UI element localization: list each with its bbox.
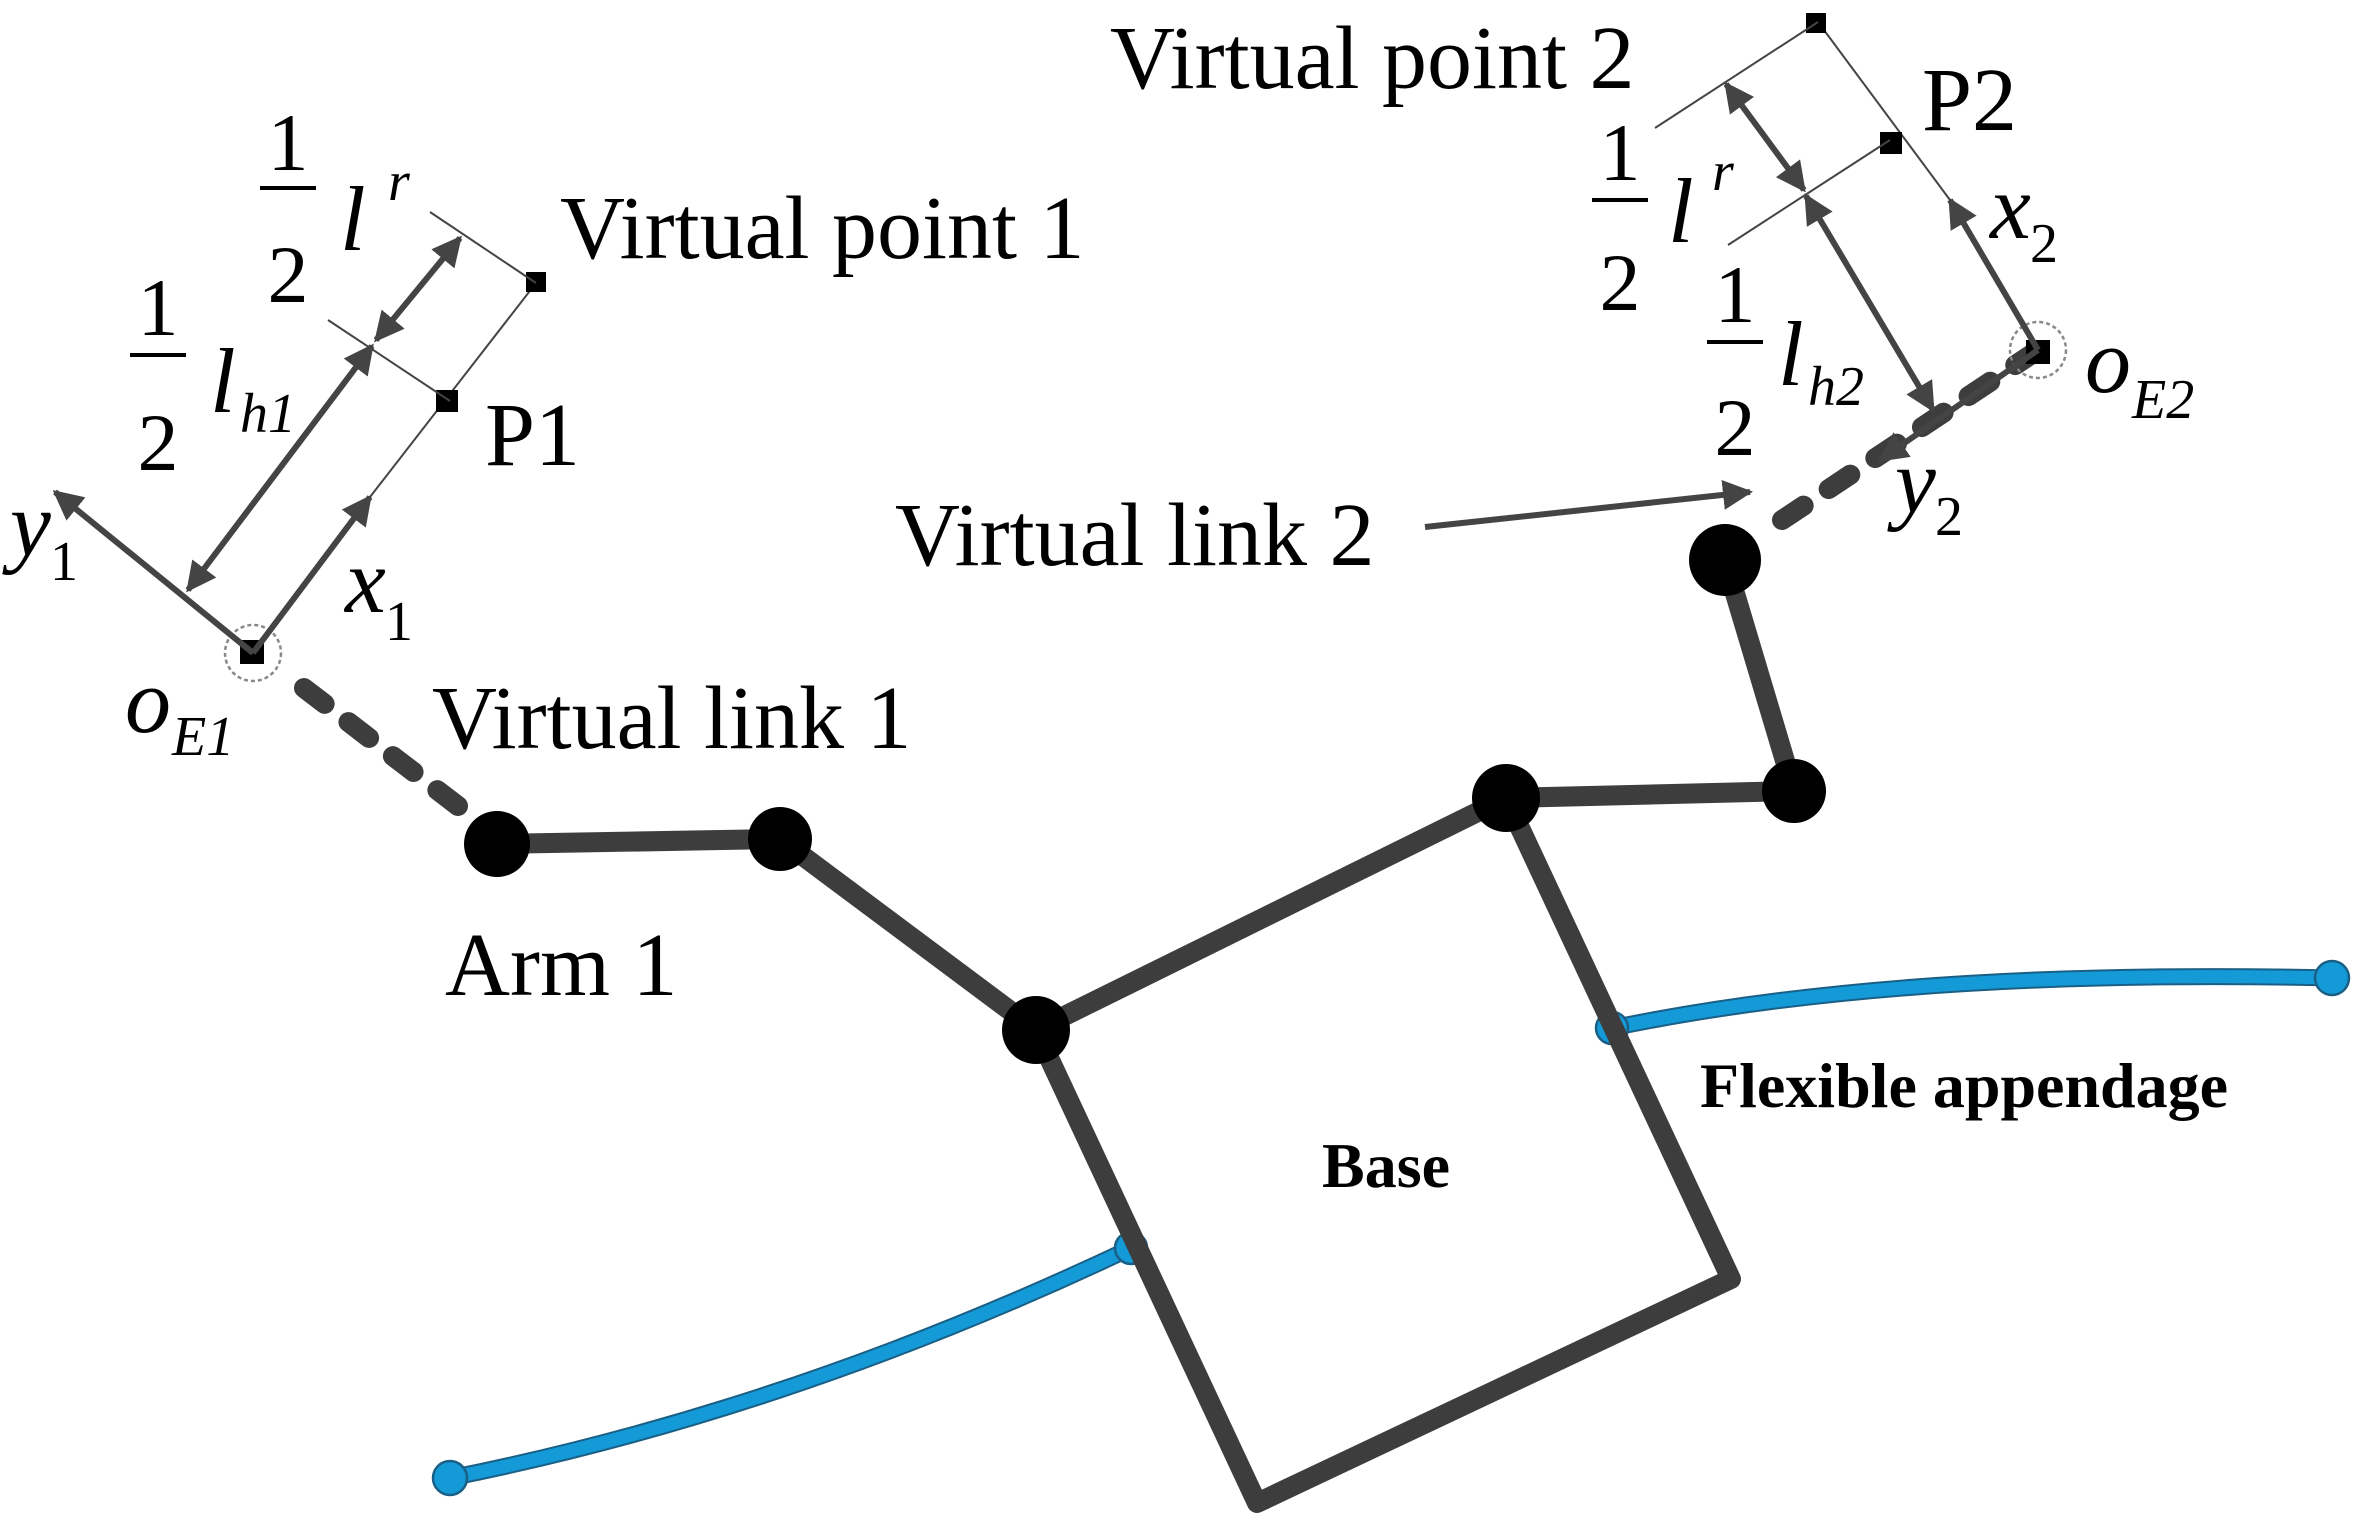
lh1-expression: 1 2 l h1 <box>130 262 296 488</box>
joint-arm1-end <box>464 811 530 877</box>
svg-text:1: 1 <box>50 531 78 593</box>
svg-text:E2: E2 <box>2131 369 2194 431</box>
x2-axis-extension <box>1817 21 1951 201</box>
svg-text:y: y <box>1887 430 1936 532</box>
joint-arm1-base <box>1002 996 1070 1064</box>
svg-text:h1: h1 <box>240 383 296 445</box>
y2-axis-arrow <box>1877 347 2040 463</box>
virtual-point-1-label: Virtual point 1 <box>560 179 1085 278</box>
joint-arm2-end <box>1689 524 1761 596</box>
svg-text:1: 1 <box>1715 249 1756 340</box>
appendage-tip-right <box>2313 959 2351 997</box>
x2-label: x 2 <box>1988 156 2058 275</box>
p1-tick-line <box>327 319 451 402</box>
svg-text:r: r <box>388 151 410 213</box>
joint-arm1-middle <box>748 807 812 871</box>
oE2-origin-ring <box>2008 320 2068 380</box>
virtual-link-2-label: Virtual link 2 <box>895 486 1375 585</box>
svg-text:l: l <box>1668 160 1694 262</box>
end-effector-frame-1 <box>52 211 546 683</box>
virtual-point-2-label: Virtual point 2 <box>1110 9 1635 108</box>
svg-text:2: 2 <box>138 397 179 488</box>
appendage-tip-left <box>431 1459 469 1497</box>
svg-text:2: 2 <box>1600 237 1641 328</box>
svg-text:x: x <box>343 530 386 632</box>
svg-text:2: 2 <box>1715 382 1756 473</box>
base-label: Base <box>1322 1130 1450 1201</box>
svg-text:o: o <box>2085 310 2131 412</box>
base-body <box>1026 788 1741 1513</box>
svg-text:l: l <box>210 330 236 432</box>
svg-text:x: x <box>1988 156 2031 258</box>
lr1-expression: 1 2 l r <box>260 97 410 320</box>
y2-label: y 2 <box>1887 430 1963 548</box>
svg-text:r: r <box>1712 141 1734 203</box>
svg-text:1: 1 <box>1600 107 1641 198</box>
svg-text:E1: E1 <box>171 706 234 768</box>
oE1-label: o E1 <box>125 650 234 768</box>
joint-arm2-middle <box>1762 759 1826 823</box>
arm-1-label: Arm 1 <box>445 916 677 1015</box>
lh2-expression: 1 2 l h2 <box>1707 249 1864 473</box>
lr1-dimension-arrow <box>373 235 463 343</box>
virtual-point-2-tick-line <box>1654 21 1819 129</box>
flexible-appendage-label: Flexible appendage <box>1700 1050 2228 1121</box>
y1-label: y 1 <box>2 473 78 593</box>
y1-axis-arrow <box>52 489 255 656</box>
oE1-origin-ring <box>223 623 283 683</box>
p2-label: P2 <box>1922 51 2017 150</box>
x2-axis-arrow <box>1947 197 2041 352</box>
virtual-link-2-pointer <box>1424 479 1753 530</box>
oE2-label: o E2 <box>2085 310 2194 431</box>
p2-tick-line <box>1727 139 1891 246</box>
flexible-appendage-right <box>1594 959 2351 1046</box>
p1-label: P1 <box>485 386 580 485</box>
svg-text:1: 1 <box>268 97 309 188</box>
joint-arm2-base <box>1472 764 1540 832</box>
virtual-point-1-tick-line <box>429 211 537 284</box>
svg-text:l: l <box>1778 303 1804 405</box>
flexible-appendage-left <box>431 1230 1149 1497</box>
arm-2-links <box>1496 550 1804 808</box>
lh1-dimension-arrow <box>185 343 375 593</box>
svg-text:l: l <box>340 168 366 270</box>
lr2-expression: 1 2 l r <box>1592 107 1734 328</box>
lh2-dimension-arrow <box>1803 193 1936 413</box>
svg-text:1: 1 <box>385 591 413 653</box>
x1-label: x 1 <box>343 530 413 653</box>
lr2-dimension-arrow <box>1723 81 1807 193</box>
svg-text:1: 1 <box>138 262 179 353</box>
svg-text:2: 2 <box>1935 486 1963 548</box>
svg-text:o: o <box>125 650 171 752</box>
virtual-link-1-line <box>294 678 468 816</box>
svg-text:2: 2 <box>2030 213 2058 275</box>
p2-point <box>1880 132 1902 154</box>
end-effector-frame-2 <box>1654 13 2068 463</box>
svg-text:h2: h2 <box>1808 356 1864 418</box>
svg-text:y: y <box>2 473 51 575</box>
svg-text:2: 2 <box>268 229 309 320</box>
virtual-link-1-label: Virtual link 1 <box>432 669 912 768</box>
